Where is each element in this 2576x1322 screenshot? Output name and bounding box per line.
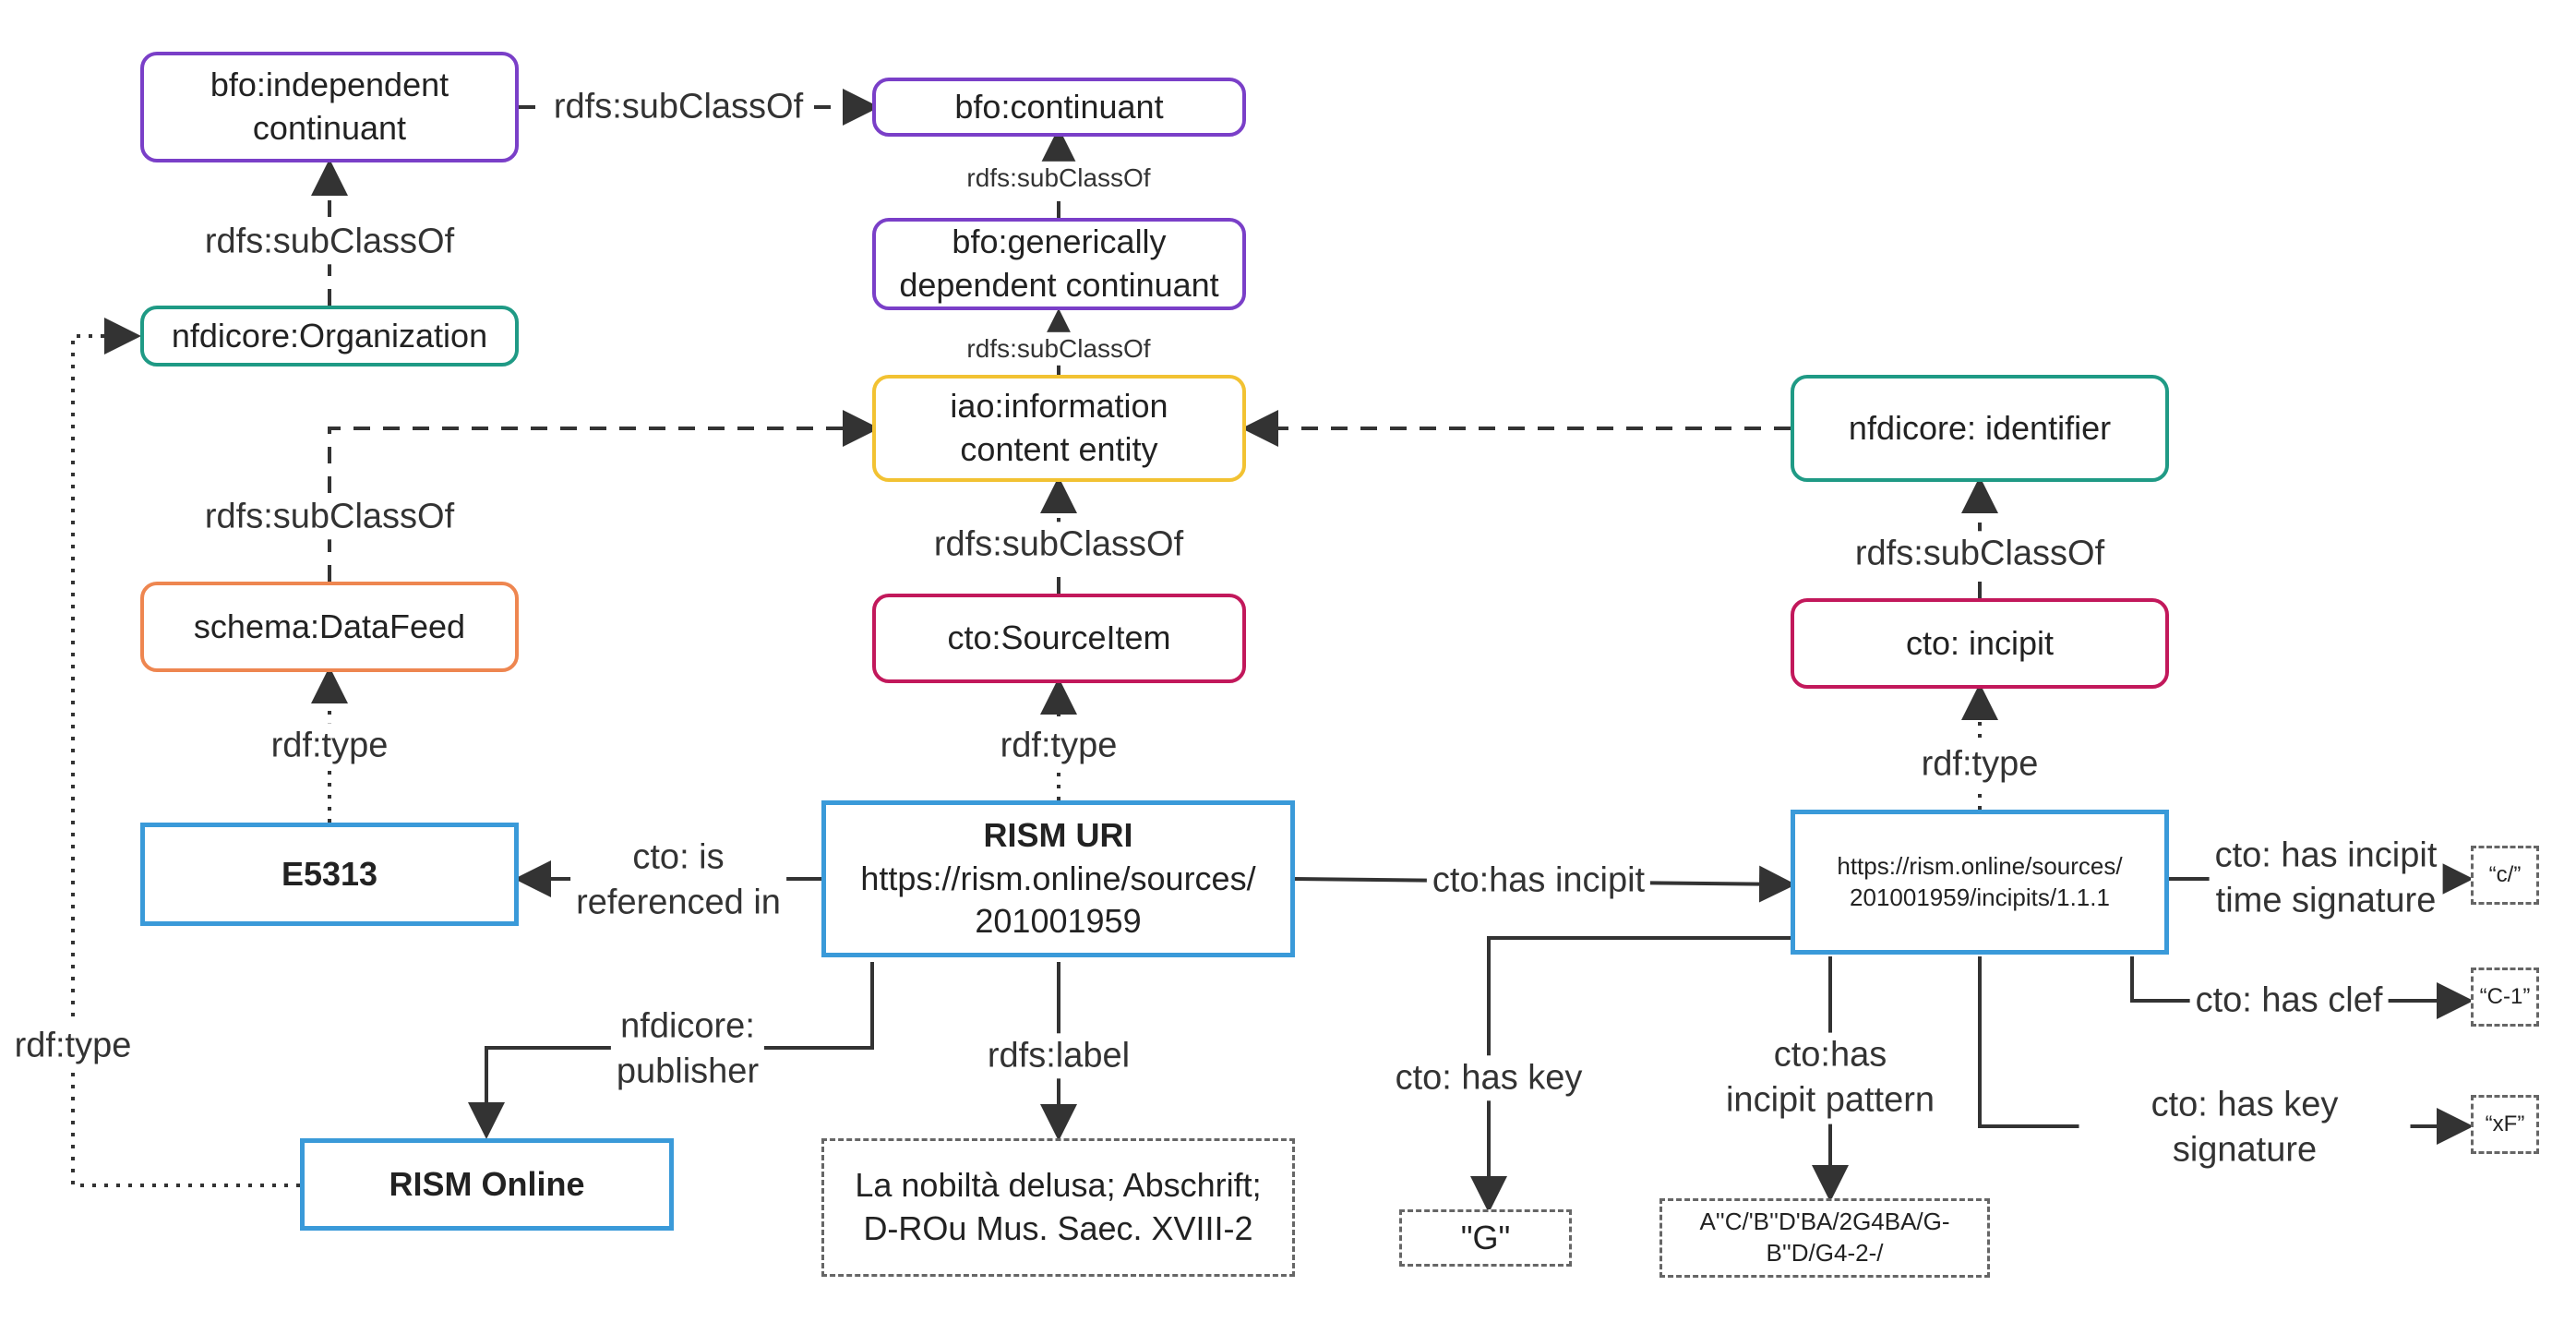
label-subclass-incipit: rdfs:subClassOf bbox=[1849, 531, 2111, 577]
literal-text: “xF” bbox=[2485, 1112, 2525, 1137]
node-schema-datafeed[interactable]: schema:DataFeed bbox=[140, 582, 519, 672]
label-subclass-org: rdfs:subClassOf bbox=[198, 219, 461, 265]
node-iao-information-content-entity[interactable]: iao:information content entity bbox=[872, 375, 1246, 482]
label-key-signature: cto: has key signature bbox=[2079, 1082, 2411, 1174]
label-subclass-sourceitem: rdfs:subClassOf bbox=[928, 522, 1190, 568]
node-title: RISM URI bbox=[983, 815, 1133, 854]
node-text: https://rism.online/sources/ 201001959/i… bbox=[1837, 851, 2123, 911]
label-incipit-pattern: cto:has incipit pattern bbox=[1719, 1032, 1941, 1124]
label-subclass-gdc: rdfs:subClassOf bbox=[961, 161, 1156, 196]
literal-text: "G" bbox=[1460, 1218, 1511, 1256]
edge-has-key bbox=[1470, 936, 1791, 1213]
label-has-clef: cto: has clef bbox=[2189, 978, 2389, 1024]
label-referenced-in: cto: is referenced in bbox=[570, 835, 786, 927]
literal-clef: “C-1” bbox=[2471, 967, 2539, 1027]
label-type-e5313: rdf:type bbox=[265, 723, 394, 769]
node-e5313[interactable]: E5313 bbox=[140, 823, 519, 926]
node-bfo-independent-continuant[interactable]: bfo:independent continuant bbox=[140, 52, 519, 162]
literal-text: “c/” bbox=[2488, 862, 2522, 888]
node-text: RISM Online bbox=[389, 1164, 585, 1203]
node-nfdicore-organization[interactable]: nfdicore:Organization bbox=[140, 306, 519, 367]
node-text: bfo:independent continuant bbox=[210, 66, 449, 147]
node-text: E5313 bbox=[281, 854, 378, 893]
literal-key: "G" bbox=[1399, 1209, 1572, 1267]
label-type-rism-uri: rdf:type bbox=[994, 723, 1123, 769]
edge-subclass-datafeed bbox=[328, 410, 880, 582]
label-type-rism-online: rdf:type bbox=[8, 1023, 138, 1069]
node-text: cto:SourceItem bbox=[947, 619, 1171, 657]
node-bfo-generically-dependent-continuant[interactable]: bfo:generically dependent continuant bbox=[872, 218, 1246, 310]
node-incipit-uri[interactable]: https://rism.online/sources/ 201001959/i… bbox=[1791, 810, 2169, 955]
node-url: https://rism.online/sources/ 201001959 bbox=[860, 859, 1256, 941]
node-cto-incipit[interactable]: cto: incipit bbox=[1791, 598, 2169, 689]
label-has-key: cto: has key bbox=[1389, 1055, 1588, 1101]
label-subclass-datafeed: rdfs:subClassOf bbox=[198, 494, 461, 540]
label-subclass-ice: rdfs:subClassOf bbox=[961, 331, 1156, 367]
node-text: iao:information content entity bbox=[950, 387, 1168, 468]
node-cto-sourceitem[interactable]: cto:SourceItem bbox=[872, 594, 1246, 683]
literal-incipit-pattern: A''C/'B''D'BA/2G4BA/G- B''D/G4-2-/ bbox=[1659, 1198, 1990, 1278]
label-time-signature: cto: has incipit time signature bbox=[2209, 833, 2443, 925]
node-text: nfdicore: identifier bbox=[1848, 408, 2112, 447]
edge-type-rism-online bbox=[71, 318, 300, 1187]
literal-text: La nobiltà delusa; Abschrift; D-ROu Mus.… bbox=[855, 1166, 1262, 1247]
node-text: nfdicore:Organization bbox=[171, 316, 488, 355]
node-text: cto: incipit bbox=[1905, 623, 2055, 662]
node-text: bfo:continuant bbox=[954, 87, 1164, 126]
label-subclass-top: rdfs:subClassOf bbox=[547, 84, 809, 130]
node-text: bfo:generically dependent continuant bbox=[899, 222, 1219, 304]
literal-text: “C-1” bbox=[2479, 984, 2531, 1010]
node-rism-online[interactable]: RISM Online bbox=[300, 1138, 674, 1231]
literal-rdfs-label: La nobiltà delusa; Abschrift; D-ROu Mus.… bbox=[821, 1138, 1295, 1277]
literal-key-signature: “xF” bbox=[2471, 1095, 2539, 1154]
node-rism-uri[interactable]: RISM URI https://rism.online/sources/ 20… bbox=[821, 800, 1295, 957]
label-publisher: nfdicore: publisher bbox=[610, 1004, 765, 1096]
literal-text: A''C/'B''D'BA/2G4BA/G- B''D/G4-2-/ bbox=[1699, 1208, 1950, 1267]
node-text: schema:DataFeed bbox=[193, 607, 466, 645]
node-nfdicore-identifier[interactable]: nfdicore: identifier bbox=[1791, 375, 2169, 482]
literal-time-signature: “c/” bbox=[2471, 846, 2539, 905]
label-rdfs-label: rdfs:label bbox=[981, 1033, 1136, 1079]
label-type-incipit: rdf:type bbox=[1915, 741, 2044, 787]
node-bfo-continuant[interactable]: bfo:continuant bbox=[872, 78, 1246, 137]
label-has-incipit: cto:has incipit bbox=[1426, 858, 1651, 904]
